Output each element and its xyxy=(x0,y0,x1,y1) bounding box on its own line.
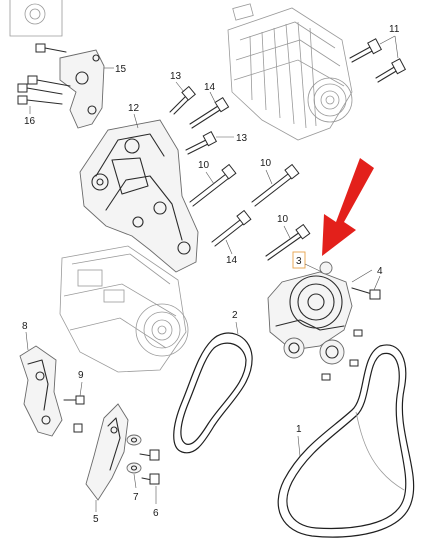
bolt-11-lower xyxy=(375,58,407,83)
callout-14-upper: 14 xyxy=(204,82,216,93)
callout-9: 9 xyxy=(78,370,84,381)
serpentine-belt-1 xyxy=(277,344,415,538)
bracket-15 xyxy=(59,49,105,129)
callout-14-lower: 14 xyxy=(226,255,238,266)
callout-12: 12 xyxy=(128,103,140,114)
bolt-small-top xyxy=(35,43,67,53)
bolt-16-b xyxy=(27,75,71,87)
callout-4: 4 xyxy=(377,266,383,277)
callout-1: 1 xyxy=(296,424,302,435)
bolt-10-left xyxy=(189,163,237,207)
alternator xyxy=(227,3,353,141)
red-pointer-arrow xyxy=(322,158,374,256)
callout-10-right: 10 xyxy=(260,158,272,169)
bolt-13-lower xyxy=(185,131,234,155)
bolt-6 xyxy=(139,449,160,485)
tensioner-washers xyxy=(321,329,363,381)
callout-10-lower: 10 xyxy=(277,214,289,225)
bolt-13-upper xyxy=(169,85,196,115)
callout-3-highlight-box xyxy=(292,251,306,269)
bolt-10-right xyxy=(251,163,300,207)
bolt-16-a xyxy=(17,83,63,95)
callout-10-left: 10 xyxy=(198,160,210,171)
callout-15: 15 xyxy=(115,64,127,75)
callout-11: 11 xyxy=(389,24,400,35)
belt-tensioner-3 xyxy=(267,261,353,365)
bracket-5 xyxy=(85,403,129,501)
mounting-bracket-12 xyxy=(79,119,199,273)
callout-13-lower: 13 xyxy=(236,133,248,144)
callout-16: 16 xyxy=(24,116,36,127)
bolt-14-lower xyxy=(211,209,252,247)
corner-inset-frame xyxy=(9,0,63,37)
callout-8: 8 xyxy=(22,321,28,332)
washer-7 xyxy=(126,434,142,474)
callout-6: 6 xyxy=(153,508,159,519)
callout-7: 7 xyxy=(133,492,139,503)
bolt-16-c xyxy=(17,95,63,105)
bolt-9 xyxy=(63,395,85,433)
bolt-10-lower xyxy=(265,223,311,261)
bolt-4 xyxy=(351,287,381,300)
callout-13-upper: 13 xyxy=(170,71,182,82)
ac-compressor xyxy=(59,245,189,373)
bolt-14-upper xyxy=(189,96,230,129)
cover-bracket-8 xyxy=(19,345,63,437)
callout-3: 3 xyxy=(296,256,302,267)
bolt-11-upper xyxy=(349,38,383,63)
callout-2: 2 xyxy=(232,310,238,321)
v-belt-2 xyxy=(173,332,253,454)
callout-5: 5 xyxy=(93,514,99,525)
